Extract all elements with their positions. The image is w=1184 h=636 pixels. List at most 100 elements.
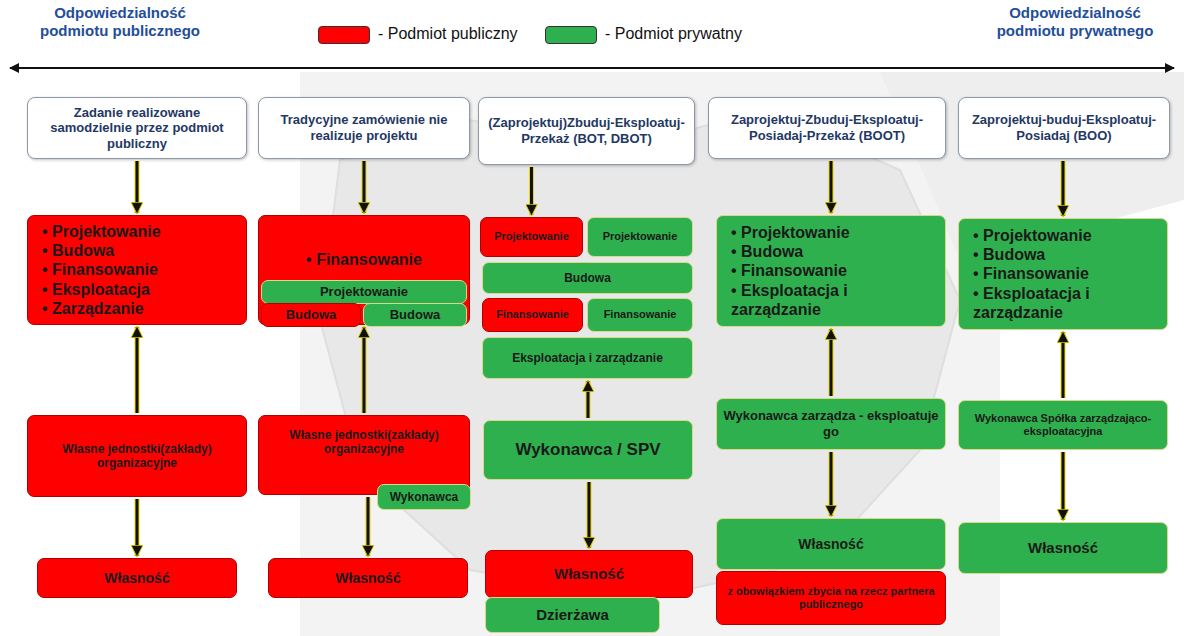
role-box: Budowa [261, 303, 361, 327]
flow-arrow [588, 381, 589, 418]
node-text: • Budowa [731, 242, 803, 261]
node-text: • Projektowanie [731, 223, 850, 242]
node-text: Własność [1028, 539, 1098, 557]
node-text: • Budowa [42, 241, 114, 260]
node-text: Finansowanie [496, 308, 569, 321]
role-box: Własność [485, 550, 693, 598]
arrow-line [363, 327, 366, 413]
node-text: Eksploatacja i zarządzanie [512, 351, 663, 365]
node-text: • Finansowanie [731, 261, 847, 280]
node-text: Własność [554, 565, 624, 583]
flow-arrow [364, 161, 365, 213]
flow-arrow [589, 482, 590, 548]
node-text: • Eksploatacja i zarządzanie [973, 284, 1162, 322]
node-text: • Finansowanie [306, 250, 422, 269]
arrow-line [830, 452, 833, 516]
node-text: Budowa [390, 307, 441, 323]
node-text: • Zarządzanie [42, 299, 144, 318]
arrow-line [588, 482, 591, 548]
responsibility-label: Odpowiedzialność podmiotu publicznego [25, 4, 215, 40]
node-text: • Budowa [973, 245, 1045, 264]
arrow-line [587, 381, 590, 418]
model-header-box: Zaprojektuj-buduj-Eksploatuj-Posiadaj (B… [958, 97, 1170, 159]
flow-arrow [831, 329, 832, 396]
model-header-box: Tradycyjne zamówienie nie realizuje proj… [258, 97, 470, 159]
node-text: z obowiązkiem zbycia na rzecz partnera p… [722, 585, 940, 611]
role-box: Budowa [363, 303, 467, 327]
arrow-glow [135, 499, 140, 556]
node-text: Dzierżawa [536, 606, 609, 624]
role-box: Wykonawca [377, 484, 471, 510]
responsibility-axis [10, 67, 1174, 69]
node-text: • Projektowanie [973, 226, 1092, 245]
flow-arrow [137, 327, 138, 413]
node-text: Własność [335, 570, 400, 587]
role-box: Eksploatacja i zarządzanie [482, 337, 693, 379]
arrow-line [830, 161, 833, 213]
model-header-box: Zadanie realizowane samodzielnie przez p… [27, 97, 247, 159]
flow-arrow [364, 327, 365, 413]
arrow-line [136, 161, 139, 213]
arrow-glow [1061, 332, 1066, 398]
arrow-glow [362, 161, 367, 213]
task-list-box: • Projektowanie• Budowa• Finansowanie• E… [716, 215, 946, 327]
model-header-box: Zaprojektuj-Zbuduj-Eksploatuj-Posiadaj-P… [708, 97, 946, 159]
node-text: • Finansowanie [973, 264, 1089, 283]
role-box: Projektowanie [587, 217, 693, 257]
arrow-line [1062, 332, 1065, 398]
node-text: Wykonawca Spółka zarządzająco-eksploatac… [964, 412, 1162, 438]
node-text: Własne jednostki(zakłady) organizacyjne [264, 428, 464, 457]
node-text: Wykonawca / SPV [515, 440, 660, 460]
arrow-glow [586, 381, 591, 418]
role-box: Finansowanie [587, 298, 693, 332]
role-box: Wykonawca Spółka zarządzająco-eksploatac… [958, 400, 1168, 450]
role-box: Projektowanie [261, 280, 467, 304]
node-text: Tradycyjne zamówienie nie realizuje proj… [265, 112, 463, 143]
role-box: Projektowanie [480, 217, 583, 257]
node-text: Zadanie realizowane samodzielnie przez p… [34, 105, 240, 152]
node-text: Własność [798, 536, 863, 553]
legend-text: - Podmiot prywatny [605, 25, 742, 43]
node-text: Zaprojektuj-buduj-Eksploatuj-Posiadaj (B… [965, 112, 1163, 143]
arrow-glow [366, 497, 371, 556]
node-text: Projektowanie [603, 230, 678, 243]
node-text: • Projektowanie [42, 222, 161, 241]
role-box: Budowa [482, 262, 693, 294]
role-box: • FinansowanieProjektowanieBudowa Budowa [258, 215, 470, 325]
role-box: Wykonawca / SPV [483, 420, 693, 480]
flow-arrow [531, 167, 532, 215]
flow-arrow [831, 161, 832, 213]
arrow-line [530, 167, 533, 215]
node-text: Własne jednostki(zakłady) organizacyjne [33, 442, 241, 471]
node-text: (Zaprojektuj)Zbuduj-Eksploatuj-Przekaż (… [485, 115, 688, 146]
map-outline [320, 110, 960, 600]
node-text: Wykonawca zarządza - eksploatuje go [722, 408, 940, 439]
role-box: Własność [958, 522, 1168, 574]
node-text: Budowa [564, 271, 611, 285]
arrow-glow [829, 452, 834, 516]
arrow-line [367, 497, 370, 556]
arrow-glow [587, 482, 592, 548]
flow-arrow [137, 161, 138, 213]
legend-text: - Podmiot publiczny [378, 25, 518, 43]
arrow-glow [1061, 452, 1066, 520]
role-box: Wykonawca zarządza - eksploatuje go [716, 398, 946, 450]
node-text: Projektowanie [494, 230, 569, 243]
role-box: z obowiązkiem zbycia na rzecz partnera p… [716, 571, 946, 625]
arrow-glow [829, 329, 834, 396]
model-header-box: (Zaprojektuj)Zbuduj-Eksploatuj-Przekaż (… [478, 97, 695, 165]
role-box: Finansowanie [482, 298, 583, 332]
arrow-line [363, 161, 366, 213]
role-box: Własność [37, 558, 237, 598]
flow-arrow [368, 497, 369, 556]
role-box: Własne jednostki(zakłady) organizacyjneW… [258, 415, 470, 495]
role-box: Własność [716, 518, 946, 570]
node-text: Finansowanie [604, 308, 677, 321]
flow-arrow [831, 452, 832, 516]
arrow-glow [135, 161, 140, 213]
arrow-line [1062, 161, 1065, 216]
flow-arrow [137, 499, 138, 556]
legend-swatch [318, 26, 370, 44]
arrow-line [136, 499, 139, 556]
node-text: Budowa [286, 307, 337, 323]
